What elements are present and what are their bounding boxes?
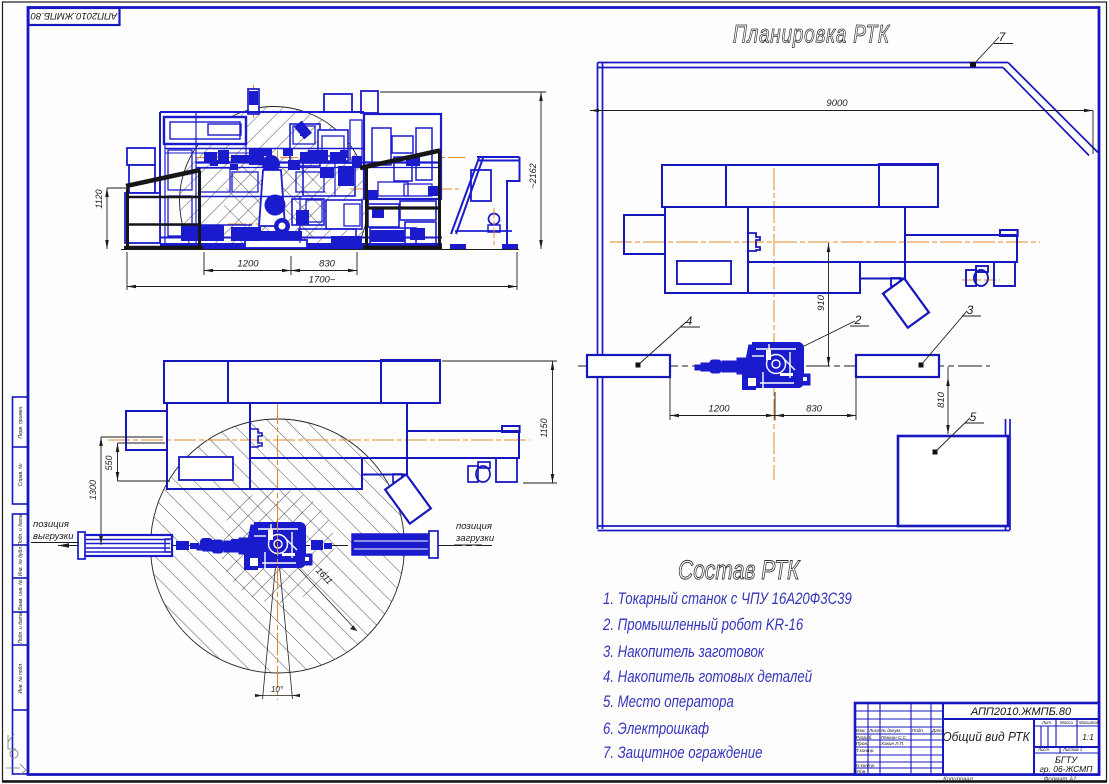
svg-text:4: 4 (686, 314, 693, 328)
svg-text:Масса: Масса (1060, 720, 1073, 725)
svg-text:Разраб.: Разраб. (856, 735, 873, 740)
svg-text:Справ. №: Справ. № (18, 463, 24, 486)
svg-text:830: 830 (319, 259, 336, 270)
svg-text:Утв.: Утв. (856, 769, 866, 774)
svg-text:550: 550 (104, 455, 114, 470)
svg-text:позиция: позиция (33, 519, 69, 530)
svg-text:Дата: Дата (931, 728, 945, 733)
svg-text:810: 810 (936, 391, 947, 408)
svg-text:АПП2010.ЖМПБ.80: АПП2010.ЖМПБ.80 (30, 10, 118, 21)
svg-text:Хахин Л.П.: Хахин Л.П. (880, 741, 904, 746)
svg-text:1300: 1300 (88, 480, 98, 500)
svg-text:10°: 10° (271, 685, 284, 694)
svg-text:2. Промышленный робот KR-16: 2. Промышленный робот KR-16 (602, 616, 804, 635)
svg-text:Общий вид РТК: Общий вид РТК (942, 730, 1030, 745)
svg-text:Формат А1: Формат А1 (1044, 777, 1077, 783)
svg-text:1700~: 1700~ (309, 275, 336, 286)
svg-text:7: 7 (999, 30, 1007, 44)
svg-text:Пров.: Пров. (856, 741, 868, 746)
svg-text:гр. 06-ЖСМП: гр. 06-ЖСМП (1040, 764, 1094, 774)
svg-text:Листов 1: Листов 1 (1062, 747, 1083, 752)
svg-text:Подп. и дата: Подп. и дата (18, 514, 24, 546)
svg-text:4. Накопитель готовых деталей: 4. Накопитель готовых деталей (603, 668, 813, 687)
svg-text:№ докум.: № докум. (881, 728, 901, 733)
svg-text:6. Электрошкаф: 6. Электрошкаф (603, 720, 709, 739)
svg-text:выгрузки: выгрузки (33, 531, 74, 542)
svg-text:Изм.: Изм. (856, 728, 866, 733)
svg-text:загрузки: загрузки (455, 533, 495, 544)
svg-text:2: 2 (854, 313, 862, 327)
svg-text:5. Место оператора: 5. Место оператора (603, 693, 734, 712)
svg-text:Масштаб: Масштаб (1079, 720, 1100, 725)
svg-text:9000: 9000 (826, 98, 848, 109)
svg-text:Лист: Лист (1037, 747, 1049, 752)
svg-text:Планировка РТК: Планировка РТК (733, 20, 891, 48)
svg-text:~2162: ~2162 (528, 163, 538, 188)
svg-text:БГТУ: БГТУ (1055, 755, 1078, 765)
svg-text:7. Защитное ограждение: 7. Защитное ограждение (603, 744, 762, 763)
svg-text:910: 910 (816, 294, 827, 311)
svg-text:5: 5 (970, 410, 977, 424)
svg-text:Подп.: Подп. (912, 728, 924, 733)
svg-text:1200: 1200 (708, 404, 730, 415)
svg-text:3: 3 (967, 303, 974, 317)
svg-text:Взам. инв. №: Взам. инв. № (18, 579, 24, 611)
svg-text:Подп. и дата: Подп. и дата (18, 612, 24, 644)
svg-text:830: 830 (806, 404, 823, 415)
svg-text:АПП2010.ЖМПБ.80: АПП2010.ЖМПБ.80 (970, 706, 1072, 718)
svg-text:Н.контр.: Н.контр. (856, 763, 875, 768)
svg-text:Инв. № дубл.: Инв. № дубл. (18, 546, 24, 577)
svg-text:1150: 1150 (539, 418, 549, 437)
svg-text:Пенкин С.С.: Пенкин С.С. (881, 735, 907, 740)
svg-text:Инв. № подл.: Инв. № подл. (18, 662, 24, 693)
svg-text:3. Накопитель заготовок: 3. Накопитель заготовок (603, 643, 765, 662)
svg-text:1:1: 1:1 (1082, 732, 1094, 742)
svg-text:1. Токарный станок с ЧПУ 16А20: 1. Токарный станок с ЧПУ 16А20Ф3С39 (603, 590, 852, 609)
svg-text:Т.контр.: Т.контр. (856, 748, 875, 753)
svg-text:Перв. примен.: Перв. примен. (18, 405, 24, 438)
svg-text:Копировал: Копировал (943, 777, 973, 783)
svg-text:1120: 1120 (94, 189, 104, 208)
svg-text:Лист: Лист (868, 728, 881, 733)
svg-text:позиция: позиция (456, 521, 492, 532)
svg-text:Лит.: Лит. (1041, 720, 1052, 725)
svg-text:Состав РТК: Состав РТК (678, 556, 801, 586)
svg-text:1200: 1200 (237, 259, 259, 270)
